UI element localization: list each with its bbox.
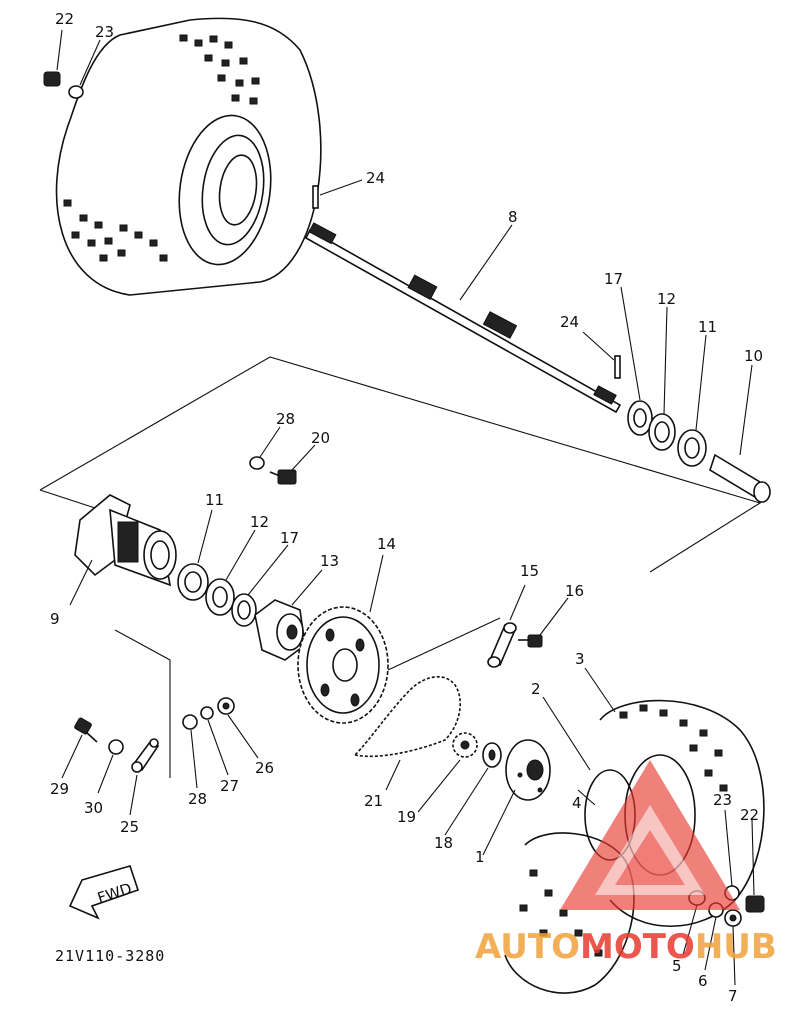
oil-seal-right bbox=[627, 400, 653, 436]
callout-21: 21 bbox=[364, 792, 383, 810]
drive-chain bbox=[353, 676, 461, 758]
tire-tread-blocks-right bbox=[519, 704, 728, 957]
callout-labels: 22 23 24 8 17 12 24 11 10 28 20 11 12 17… bbox=[50, 10, 763, 1005]
washer-top bbox=[68, 85, 84, 99]
sprocket-hub bbox=[254, 599, 306, 661]
callout-6: 6 bbox=[698, 972, 708, 990]
watermark-brand-middle: MOTO bbox=[580, 927, 695, 967]
callout-23-right: 23 bbox=[713, 791, 732, 809]
callout-14: 14 bbox=[377, 535, 396, 553]
callout-30: 30 bbox=[84, 799, 103, 817]
callout-28-top: 28 bbox=[276, 410, 295, 428]
callout-5: 5 bbox=[672, 957, 682, 975]
callout-27: 27 bbox=[220, 777, 239, 795]
callout-24-right: 24 bbox=[560, 313, 579, 331]
bearing-12-left bbox=[205, 578, 235, 616]
chain-joint bbox=[487, 622, 517, 668]
callout-11-left: 11 bbox=[205, 491, 224, 509]
bolt-29 bbox=[74, 717, 98, 743]
oil-seal-left bbox=[231, 593, 257, 627]
callout-22-top: 22 bbox=[55, 10, 74, 28]
callout-16: 16 bbox=[565, 582, 584, 600]
callout-17-right: 17 bbox=[604, 270, 623, 288]
callout-25: 25 bbox=[120, 818, 139, 836]
callout-4: 4 bbox=[572, 794, 582, 812]
bracket-25 bbox=[131, 738, 160, 773]
callout-20: 20 bbox=[311, 429, 330, 447]
callout-24-top: 24 bbox=[366, 169, 385, 187]
housing-washer-upper bbox=[249, 456, 265, 470]
callout-15: 15 bbox=[520, 562, 539, 580]
callout-22-right: 22 bbox=[740, 806, 759, 824]
axle-spacer bbox=[709, 453, 771, 503]
washer-27 bbox=[200, 706, 214, 720]
rear-sprocket bbox=[297, 606, 389, 724]
watermark-brand: AUTOMOTOHUB bbox=[475, 927, 777, 967]
tire-rear-left bbox=[55, 17, 322, 296]
callout-26: 26 bbox=[255, 759, 274, 777]
hub-nut-right bbox=[745, 895, 765, 913]
callout-10: 10 bbox=[744, 347, 763, 365]
sprocket-washer bbox=[482, 742, 502, 768]
tire-tread-blocks bbox=[63, 34, 260, 262]
callout-18: 18 bbox=[434, 834, 453, 852]
watermark-logo: AUTOMOTOHUB bbox=[475, 760, 777, 967]
bearing-12-right bbox=[648, 413, 676, 451]
watermark-brand-prefix: AUTO bbox=[475, 927, 580, 967]
axle-housing bbox=[74, 494, 177, 587]
drive-sprocket bbox=[452, 732, 478, 758]
chain-joint-bolt bbox=[518, 634, 543, 648]
cotter-pin-right bbox=[614, 355, 621, 379]
callout-28-lower: 28 bbox=[188, 790, 207, 808]
callout-12-left: 12 bbox=[250, 513, 269, 531]
wheel-nut-7 bbox=[724, 909, 742, 927]
washer-30 bbox=[108, 739, 124, 755]
cotter-pin-top bbox=[312, 185, 319, 209]
callout-9: 9 bbox=[50, 610, 60, 628]
housing-bolt-upper bbox=[269, 469, 297, 485]
callout-12-right: 12 bbox=[657, 290, 676, 308]
callout-7: 7 bbox=[728, 987, 738, 1005]
callout-17-left: 17 bbox=[280, 529, 299, 547]
washer-28-lower bbox=[182, 714, 198, 730]
watermark-brand-suffix: HUB bbox=[695, 927, 777, 967]
assembly-outline bbox=[39, 356, 762, 778]
callout-19: 19 bbox=[397, 808, 416, 826]
callout-11-right: 11 bbox=[698, 318, 717, 336]
bearing-11-right bbox=[677, 429, 707, 467]
callout-23-top: 23 bbox=[95, 23, 114, 41]
callout-3: 3 bbox=[575, 650, 585, 668]
fwd-arrow-icon: FWD bbox=[68, 865, 140, 920]
hub-nut-top bbox=[43, 71, 61, 87]
wheel-hub bbox=[505, 739, 551, 801]
callout-29: 29 bbox=[50, 780, 69, 798]
callout-1: 1 bbox=[475, 848, 485, 866]
nut-26 bbox=[217, 697, 235, 715]
bearing-11-left bbox=[177, 563, 209, 601]
callout-8: 8 bbox=[508, 208, 518, 226]
watermark-triangle-icon bbox=[560, 760, 740, 910]
callout-13: 13 bbox=[320, 552, 339, 570]
rear-axle bbox=[304, 222, 622, 414]
drawing-code: 21V110-3280 bbox=[55, 947, 165, 965]
callout-2: 2 bbox=[531, 680, 541, 698]
